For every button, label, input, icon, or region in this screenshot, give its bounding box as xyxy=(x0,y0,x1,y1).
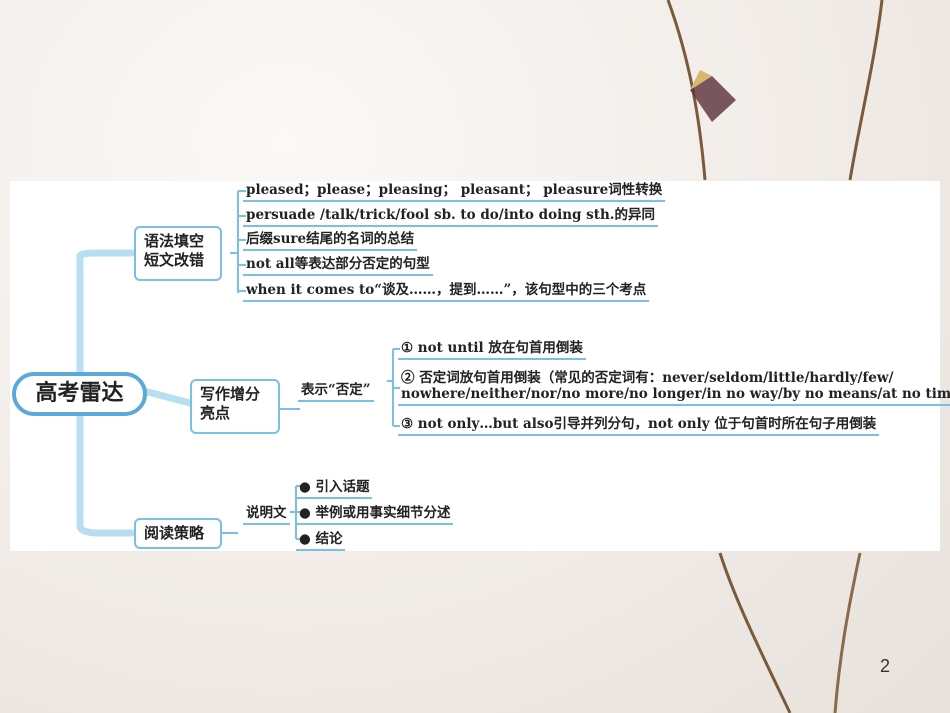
writing-item: ③ not only…but also引导并列分句，not only 位于句首时… xyxy=(398,414,880,436)
grammar-item: not all等表达部分否定的句型 xyxy=(243,254,433,276)
grammar-item: 后缀sure结尾的名词的总结 xyxy=(243,229,418,251)
reading-item: ● 引入话题 xyxy=(296,477,373,499)
writing-item-continued: nowhere/neither/nor/no more/no longer/in… xyxy=(398,384,950,406)
category-grammar: 语法填空 短文改错 xyxy=(134,226,222,281)
writing-subtopic: 表示“否定” xyxy=(298,380,374,402)
page-number: 2 xyxy=(879,656,890,676)
reading-subtopic: 说明文 xyxy=(243,503,290,525)
writing-item: ② 否定词放句首用倒装（常见的否定词有：never/seldom/little/… xyxy=(401,370,894,386)
reading-item: ● 举例或用事实细节分述 xyxy=(296,503,454,525)
category-reading: 阅读策略 xyxy=(134,518,222,549)
grammar-item: pleased；please；pleasing； pleasant； pleas… xyxy=(243,180,666,202)
root-node: 高考雷达 xyxy=(12,372,147,416)
reading-item: ● 结论 xyxy=(296,529,346,551)
connector-lines xyxy=(76,190,400,540)
grammar-item: when it comes to“谈及……，提到……”，该句型中的三个考点 xyxy=(243,280,650,302)
category-writing: 写作增分 亮点 xyxy=(190,379,280,434)
writing-item: ① not until 放在句首用倒装 xyxy=(398,338,586,360)
grammar-item: persuade /talk/trick/fool sb. to do/into… xyxy=(243,205,659,227)
